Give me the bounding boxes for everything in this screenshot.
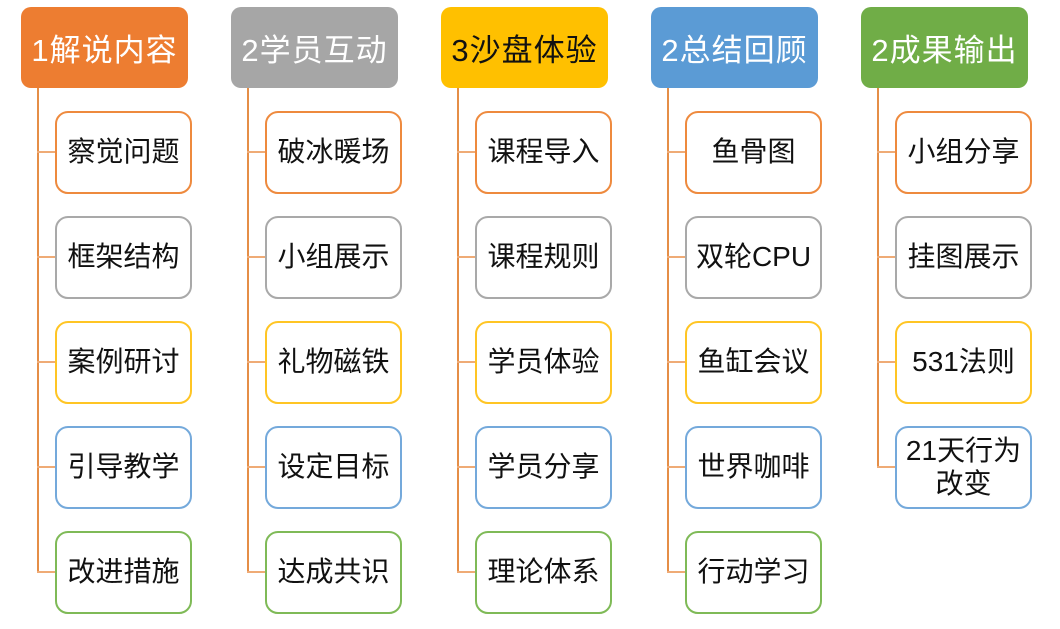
connector-stub bbox=[877, 151, 895, 153]
column-5-header: 2成果输出 bbox=[861, 7, 1028, 88]
connector-vertical-line bbox=[37, 88, 39, 573]
column-1: 1解说内容 察觉问题 框架结构 案例研讨 引导教学 改进措施 bbox=[21, 0, 231, 629]
tree-node: 行动学习 bbox=[685, 531, 822, 614]
connector-vertical-line bbox=[877, 88, 879, 468]
tree-node: 改进措施 bbox=[55, 531, 192, 614]
connector-stub bbox=[247, 571, 265, 573]
tree-node: 小组展示 bbox=[265, 216, 402, 299]
tree-node: 学员体验 bbox=[475, 321, 612, 404]
column-2-header: 2学员互动 bbox=[231, 7, 398, 88]
tree-node: 双轮CPU bbox=[685, 216, 822, 299]
column-1-header: 1解说内容 bbox=[21, 7, 188, 88]
column-2: 2学员互动 破冰暖场 小组展示 礼物磁铁 设定目标 达成共识 bbox=[231, 0, 441, 629]
connector-stub bbox=[667, 256, 685, 258]
connector-stub bbox=[667, 466, 685, 468]
tree-node: 学员分享 bbox=[475, 426, 612, 509]
connector-stub bbox=[457, 466, 475, 468]
connector-stub bbox=[877, 361, 895, 363]
tree-node: 课程导入 bbox=[475, 111, 612, 194]
connector-vertical-line bbox=[667, 88, 669, 573]
column-5: 2成果输出 小组分享 挂图展示 531法则 21天行为改变 bbox=[861, 0, 1060, 629]
connector-stub bbox=[247, 256, 265, 258]
tree-node: 设定目标 bbox=[265, 426, 402, 509]
tree-node: 破冰暖场 bbox=[265, 111, 402, 194]
connector-stub bbox=[457, 571, 475, 573]
connector-stub bbox=[37, 571, 55, 573]
tree-node: 挂图展示 bbox=[895, 216, 1032, 299]
tree-node: 案例研讨 bbox=[55, 321, 192, 404]
connector-vertical-line bbox=[247, 88, 249, 573]
connector-stub bbox=[37, 466, 55, 468]
connector-stub bbox=[247, 466, 265, 468]
connector-stub bbox=[37, 151, 55, 153]
tree-node: 鱼骨图 bbox=[685, 111, 822, 194]
tree-node: 礼物磁铁 bbox=[265, 321, 402, 404]
tree-node: 察觉问题 bbox=[55, 111, 192, 194]
connector-stub bbox=[457, 361, 475, 363]
tree-node: 框架结构 bbox=[55, 216, 192, 299]
connector-vertical-line bbox=[457, 88, 459, 573]
column-4: 2总结回顾 鱼骨图 双轮CPU 鱼缸会议 世界咖啡 行动学习 bbox=[651, 0, 861, 629]
tree-node: 531法则 bbox=[895, 321, 1032, 404]
tree-node: 小组分享 bbox=[895, 111, 1032, 194]
connector-stub bbox=[877, 466, 895, 468]
connector-stub bbox=[457, 151, 475, 153]
column-3-header: 3沙盘体验 bbox=[441, 7, 608, 88]
tree-node: 鱼缸会议 bbox=[685, 321, 822, 404]
connector-stub bbox=[247, 151, 265, 153]
column-3: 3沙盘体验 课程导入 课程规则 学员体验 学员分享 理论体系 bbox=[441, 0, 651, 629]
connector-stub bbox=[877, 256, 895, 258]
tree-node: 21天行为改变 bbox=[895, 426, 1032, 509]
tree-node: 世界咖啡 bbox=[685, 426, 822, 509]
column-4-header: 2总结回顾 bbox=[651, 7, 818, 88]
tree-node: 引导教学 bbox=[55, 426, 192, 509]
connector-stub bbox=[667, 361, 685, 363]
tree-node: 达成共识 bbox=[265, 531, 402, 614]
connector-stub bbox=[247, 361, 265, 363]
tree-node: 课程规则 bbox=[475, 216, 612, 299]
connector-stub bbox=[667, 151, 685, 153]
tree-node: 理论体系 bbox=[475, 531, 612, 614]
connector-stub bbox=[457, 256, 475, 258]
connector-stub bbox=[37, 361, 55, 363]
connector-stub bbox=[667, 571, 685, 573]
connector-stub bbox=[37, 256, 55, 258]
